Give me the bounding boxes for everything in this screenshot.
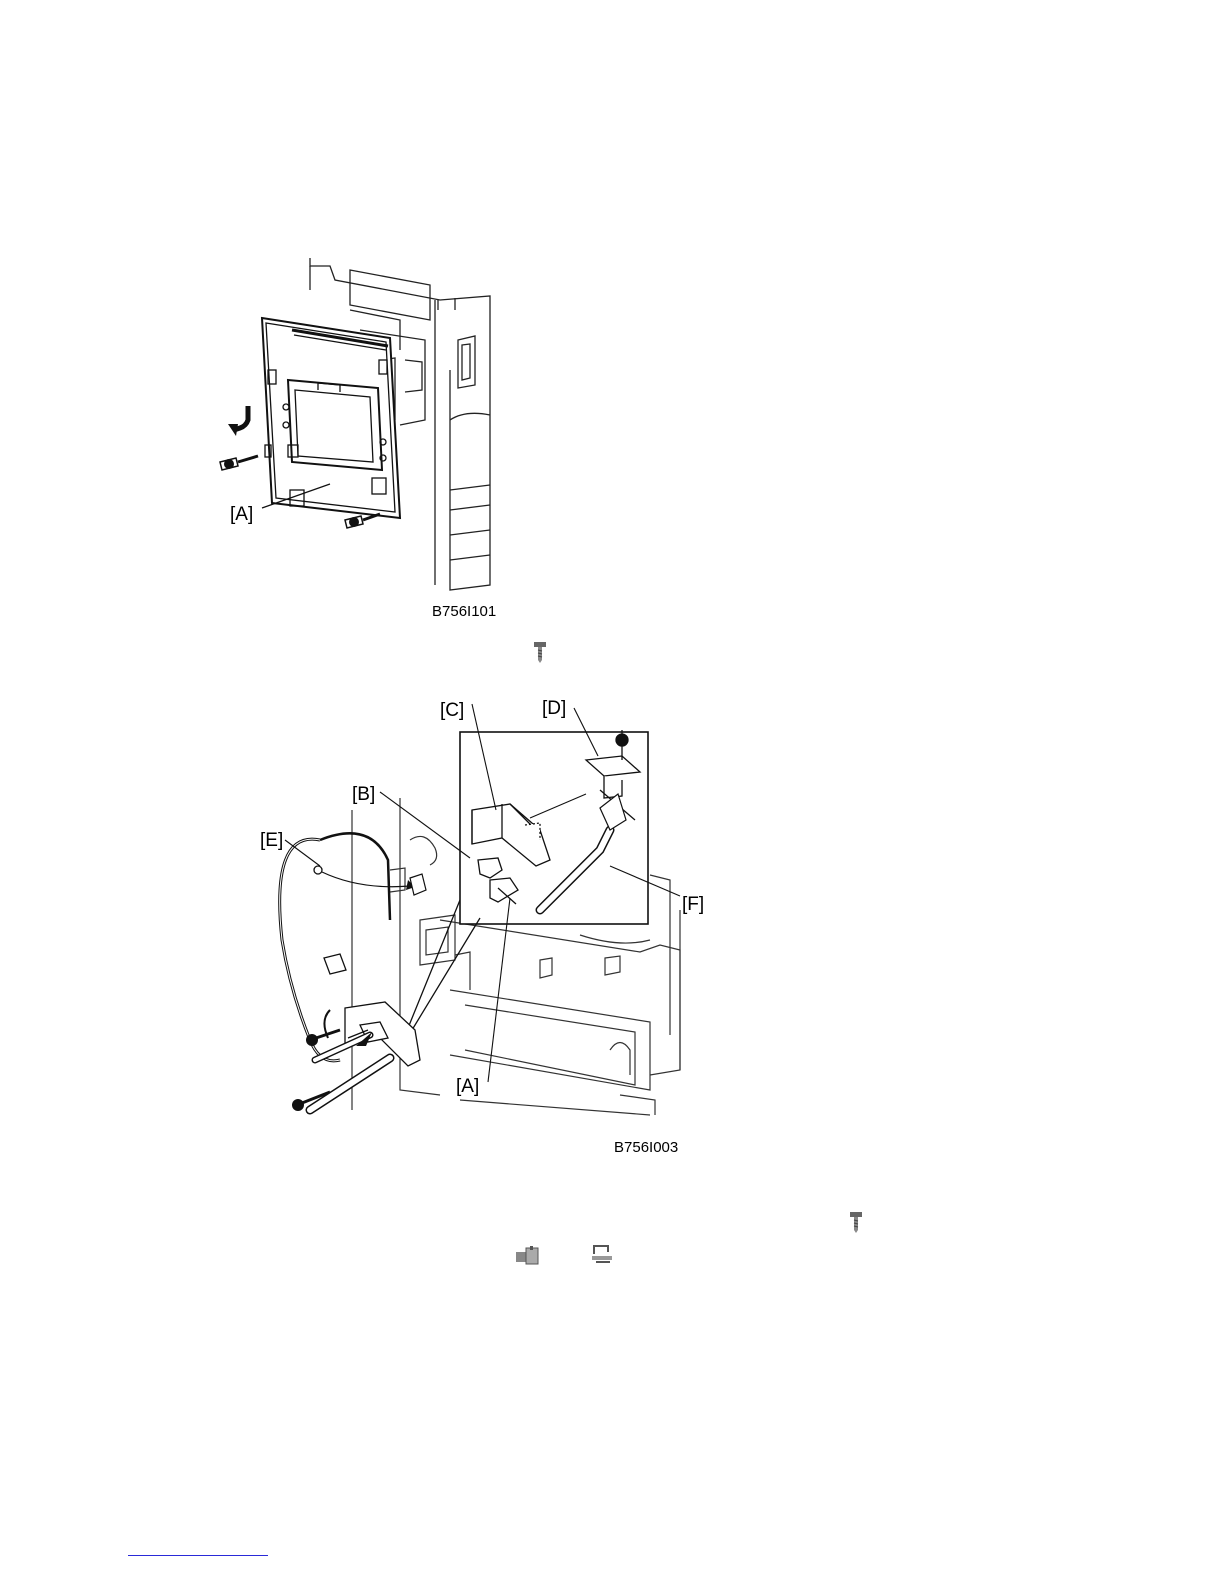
screw-left — [220, 456, 258, 470]
label-a: [A] — [230, 504, 253, 525]
figure-code: B756I101 — [432, 603, 496, 620]
figure-rear-cover: [A] B756I101 — [200, 240, 520, 630]
figure-sensor-bracket: [C] [D] [B] [E] [F] [A] B756I003 — [240, 690, 720, 1160]
clamp-icon — [590, 1242, 616, 1271]
label-c: [C] — [440, 700, 464, 721]
footer-link-rule — [128, 1555, 268, 1556]
screw-right — [345, 514, 380, 528]
label-e: [E] — [260, 830, 283, 851]
label-b: [B] — [352, 784, 375, 805]
rear-cover-illustration: [A] B756I101 — [200, 240, 520, 630]
screw-middle — [306, 1030, 340, 1046]
label-f: [F] — [682, 894, 704, 915]
sensor-bracket-illustration: [C] [D] [B] [E] [F] [A] B756I003 — [240, 690, 720, 1160]
figure-code: B756I003 — [614, 1139, 678, 1156]
screw-icon — [846, 1210, 866, 1239]
label-d: [D] — [542, 698, 566, 719]
connector-icon — [514, 1244, 542, 1271]
screw-icon — [530, 640, 550, 669]
label-a: [A] — [456, 1076, 479, 1097]
